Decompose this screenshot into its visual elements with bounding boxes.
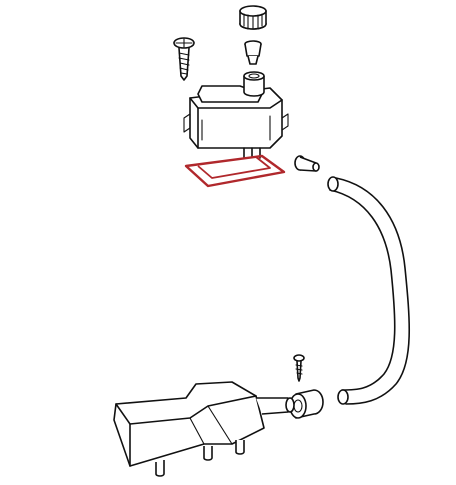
lower-reservoir[interactable] (113, 381, 295, 477)
hose-clamp[interactable] (289, 389, 324, 419)
coolant-hose[interactable] (327, 176, 411, 405)
cap-insert[interactable] (244, 40, 262, 65)
small-screw[interactable] (293, 354, 305, 382)
tank-outlet-fitting[interactable] (294, 155, 320, 172)
tank-gasket[interactable] (184, 154, 286, 188)
mounting-screw[interactable] (173, 37, 195, 81)
expansion-tank[interactable] (183, 71, 289, 159)
filler-cap[interactable] (239, 5, 267, 30)
